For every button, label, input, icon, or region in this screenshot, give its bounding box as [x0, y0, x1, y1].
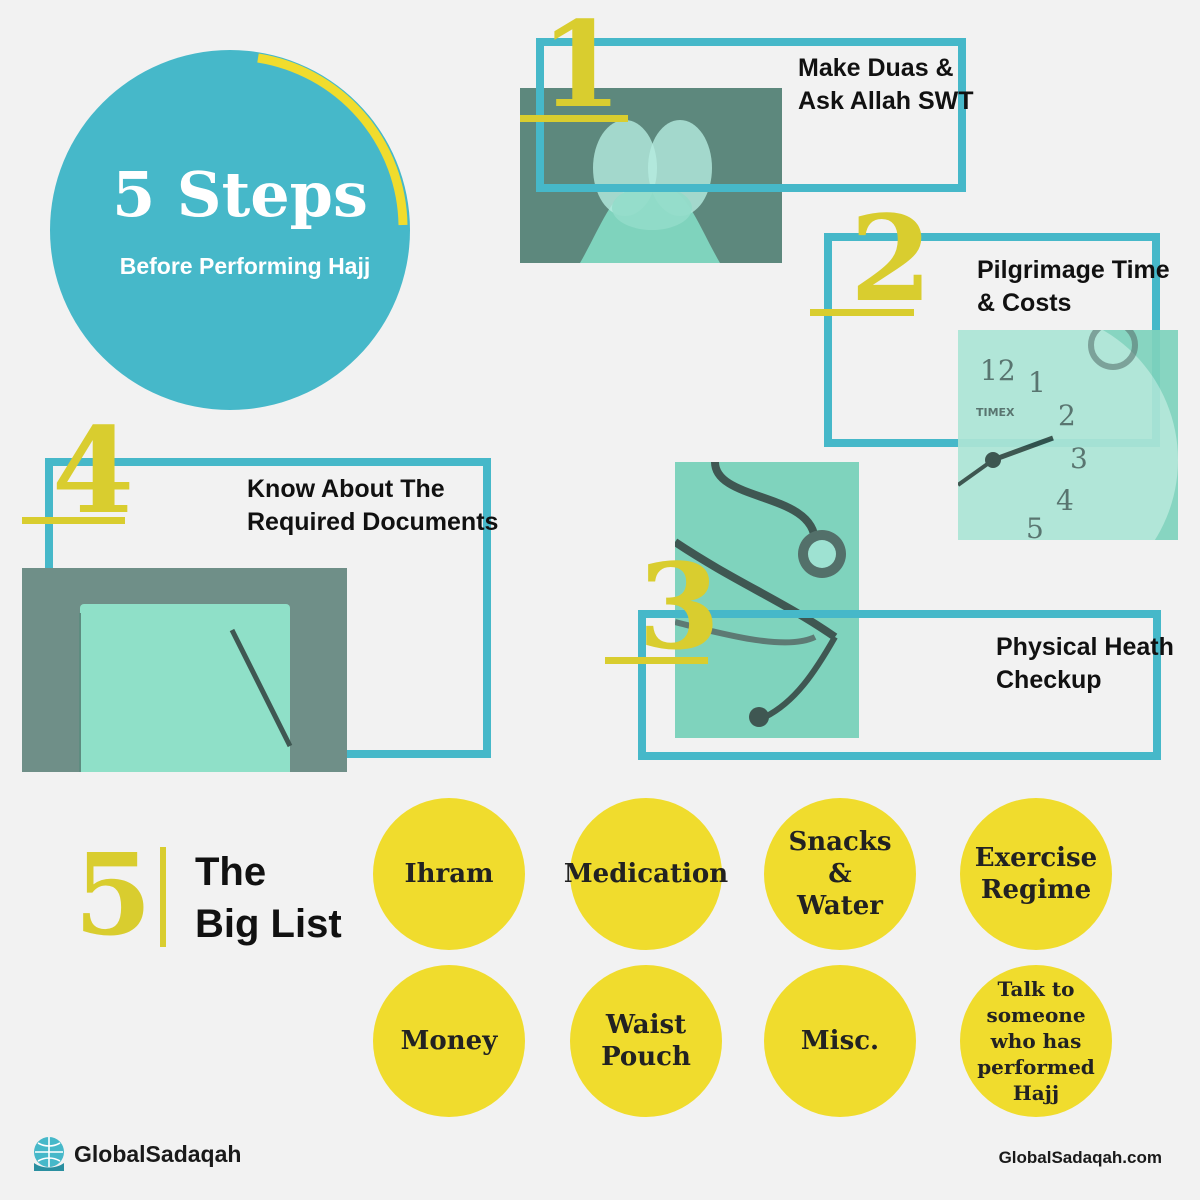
big-list-title-line1: The	[195, 850, 267, 894]
step-1-underline	[520, 115, 628, 122]
big-list-title-line2: Big List	[195, 902, 342, 946]
hero-circle: 5 Steps Before Performing Hajj	[50, 50, 410, 410]
list-item-waist-pouch: Waist Pouch	[570, 965, 722, 1117]
praying-hands-photo	[520, 88, 782, 263]
clock-photo: 12 1 2 3 4 5 TIMEX	[958, 330, 1178, 540]
step-2-title-line1: Pilgrimage Time	[977, 256, 1170, 284]
list-item-snacks-water: Snacks & Water	[764, 798, 916, 950]
step-2-title-line2: & Costs	[977, 289, 1072, 317]
step-2-number: 2	[850, 189, 933, 328]
list-item-talk-to-someone: Talk to someone who has performed Hajj	[960, 965, 1112, 1117]
step-3-frame	[638, 610, 1161, 760]
praying-hands-illustration	[520, 88, 782, 263]
step-1-title: Make Duas & Ask Allah SWT	[798, 52, 974, 118]
list-item-money: Money	[373, 965, 525, 1117]
clock-brand: TIMEX	[976, 406, 1015, 419]
step-1-title-line2: Ask Allah SWT	[798, 87, 974, 115]
step-3-title-line1: Physical Heath	[996, 633, 1174, 661]
clock-label-5: 5	[1026, 512, 1044, 540]
step-4-title-line2: Required Documents	[247, 508, 499, 536]
step-5-divider	[160, 847, 166, 947]
step-1-title-line1: Make Duas &	[798, 54, 954, 82]
big-list-title: The Big List	[195, 846, 342, 950]
clock-label-1: 1	[1028, 366, 1046, 399]
step-2-underline	[810, 309, 914, 316]
step-5-number: 5	[74, 830, 152, 961]
footer-url[interactable]: GlobalSadaqah.com	[998, 1148, 1162, 1167]
footer-brand: GlobalSadaqah	[74, 1140, 242, 1167]
step-4-underline	[22, 517, 125, 524]
step-3-number: 3	[638, 537, 721, 676]
step-4-title-line1: Know About The	[247, 475, 445, 503]
clock-label-2: 2	[1058, 399, 1076, 432]
stethoscope-illustration	[675, 462, 859, 738]
step-3-underline	[605, 657, 708, 664]
list-item-ihram: Ihram	[373, 798, 525, 950]
hero-subtitle: Before Performing Hajj	[119, 253, 371, 279]
hero-arc-decoration	[257, 53, 408, 226]
step-4-title: Know About The Required Documents	[247, 473, 498, 539]
step-2-title: Pilgrimage Time & Costs	[977, 254, 1170, 320]
clock-illustration: 12 1 2 3 4 5 TIMEX	[958, 330, 1178, 540]
notebook-photo	[22, 568, 347, 772]
stethoscope-photo	[675, 462, 859, 738]
hero-title: 5 Steps	[112, 158, 368, 231]
clock-label-4: 4	[1056, 484, 1074, 517]
step-4-number: 4	[52, 401, 135, 540]
list-item-misc: Misc.	[764, 965, 916, 1117]
clock-label-12: 12	[980, 354, 1016, 387]
step-1-number: 1	[540, 0, 623, 134]
globe-hand-icon	[34, 1137, 64, 1171]
clock-label-3: 3	[1070, 442, 1088, 475]
notebook-illustration	[22, 568, 347, 772]
list-item-medication: Medication	[564, 798, 728, 950]
step-3-title-line2: Checkup	[996, 666, 1102, 694]
step-3-title: Physical Heath Checkup	[996, 631, 1174, 697]
footer-logo: GlobalSadaqah	[32, 1135, 241, 1173]
list-item-exercise-regime: Exercise Regime	[960, 798, 1112, 950]
